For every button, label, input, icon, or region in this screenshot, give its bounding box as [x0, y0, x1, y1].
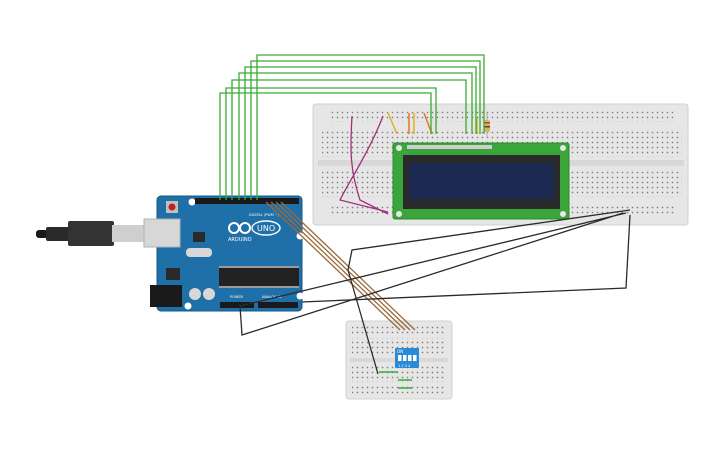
dip-toggle-3[interactable] [408, 355, 412, 361]
mount-hole [296, 232, 304, 240]
ground-power-wires[interactable] [239, 209, 631, 375]
top-power-rail [330, 111, 675, 122]
dip-toggle-1[interactable] [398, 355, 402, 361]
dip-number-labels: 1 2 3 4 [398, 364, 411, 368]
capacitor [203, 288, 215, 300]
dip-toggle-4[interactable] [413, 355, 417, 361]
chip-pins-bottom [219, 286, 299, 288]
lcd-mount-hole [396, 145, 402, 151]
analog-header[interactable] [258, 302, 298, 308]
small-bottom-rail [352, 386, 446, 394]
digital-label: DIGITAL (PWM ~) [249, 213, 280, 217]
lcd-16x2[interactable] [392, 142, 570, 220]
dip-toggle-2[interactable] [403, 355, 407, 361]
analog-label: ANALOG IN [262, 295, 282, 299]
power-label: POWER [230, 295, 244, 299]
arduino-uno-board[interactable]: ARDUINO UNO DIGITAL (PWM ~) POWER ANALOG… [36, 195, 304, 312]
digital-header[interactable] [195, 198, 299, 204]
mount-hole [296, 292, 304, 300]
small-top-rail [352, 326, 446, 334]
uno-badge [251, 220, 281, 236]
atmega-chip [219, 268, 299, 286]
dip-on-label: ON [397, 349, 403, 354]
green-wires[interactable] [219, 54, 485, 200]
reset-button-cap [168, 203, 176, 211]
small-strip-upper [352, 338, 446, 355]
arduino-brand-text: ARDUINO [228, 237, 252, 243]
usb-chip [193, 232, 205, 242]
arduino-logo-icon [228, 222, 251, 234]
uno-model-text: UNO [257, 224, 275, 233]
brown-wires[interactable] [265, 201, 416, 331]
resistor[interactable] [484, 113, 490, 138]
mount-hole [188, 198, 196, 206]
usb-cable [36, 221, 146, 246]
chip-pins-top [219, 266, 299, 268]
usb-jack [143, 218, 181, 248]
lcd-screen [409, 163, 554, 199]
lcd-mount-hole [396, 211, 402, 217]
dip-switch[interactable]: ON 1 2 3 4 [395, 348, 419, 368]
breadboard-jumpers [387, 112, 478, 135]
power-jack [150, 285, 182, 307]
crystal [186, 248, 212, 257]
lcd-mount-hole [560, 211, 566, 217]
capacitor [189, 288, 201, 300]
purple-wires[interactable] [339, 115, 389, 215]
regulator [166, 268, 180, 280]
small-green-jumpers [379, 371, 412, 389]
mount-hole [184, 302, 192, 310]
power-header[interactable] [220, 302, 254, 308]
small-strip-lower [352, 365, 446, 382]
lcd-header-pins [407, 145, 492, 149]
lcd-mount-hole [560, 145, 566, 151]
